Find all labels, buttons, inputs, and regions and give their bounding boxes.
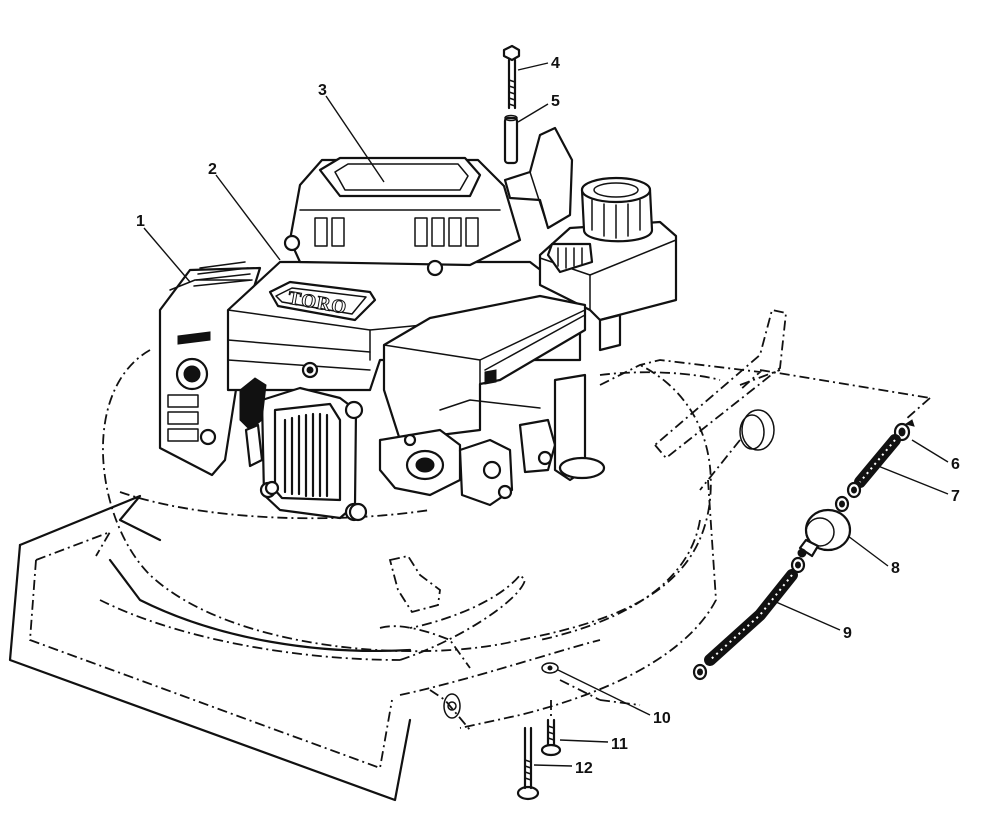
rear-bracket (559, 308, 931, 706)
callout-12: 12 (575, 760, 593, 777)
screw-part-11 (540, 718, 562, 757)
mower-deck (8, 349, 763, 802)
bolt-part-4 (502, 44, 521, 110)
callout-8: 8 (891, 560, 900, 577)
spark-plug (239, 377, 267, 468)
fuel-cap (580, 176, 654, 243)
carburetor (378, 399, 557, 507)
engine-assembly: TORO (158, 126, 678, 522)
callout-4: 4 (551, 55, 560, 72)
oil-cap (546, 242, 594, 274)
callout-3: 3 (318, 82, 327, 99)
hose-part-7 (834, 434, 901, 513)
callout-11: 11 (611, 736, 628, 753)
hose-part-9 (692, 556, 806, 681)
leader-lines (143, 62, 949, 767)
control-panel-vents (193, 261, 253, 287)
shroud-vents (314, 217, 479, 247)
callout-5: 5 (551, 93, 560, 110)
spacer-part-5 (503, 114, 519, 165)
callout-labels: 1 2 3 4 5 6 7 8 9 10 11 12 (136, 55, 960, 777)
muffler (259, 386, 364, 522)
callout-9: 9 (843, 625, 852, 642)
callout-1: 1 (136, 213, 145, 230)
fuel-filter-part-8 (797, 508, 852, 558)
callout-2: 2 (208, 161, 217, 178)
callout-6: 6 (951, 456, 960, 473)
hose-clamp-part-6 (893, 419, 915, 442)
callout-7: 7 (951, 488, 960, 505)
callout-10: 10 (653, 710, 671, 727)
toro-logo-plate: TORO (268, 280, 377, 322)
bolt-part-12 (516, 726, 540, 801)
